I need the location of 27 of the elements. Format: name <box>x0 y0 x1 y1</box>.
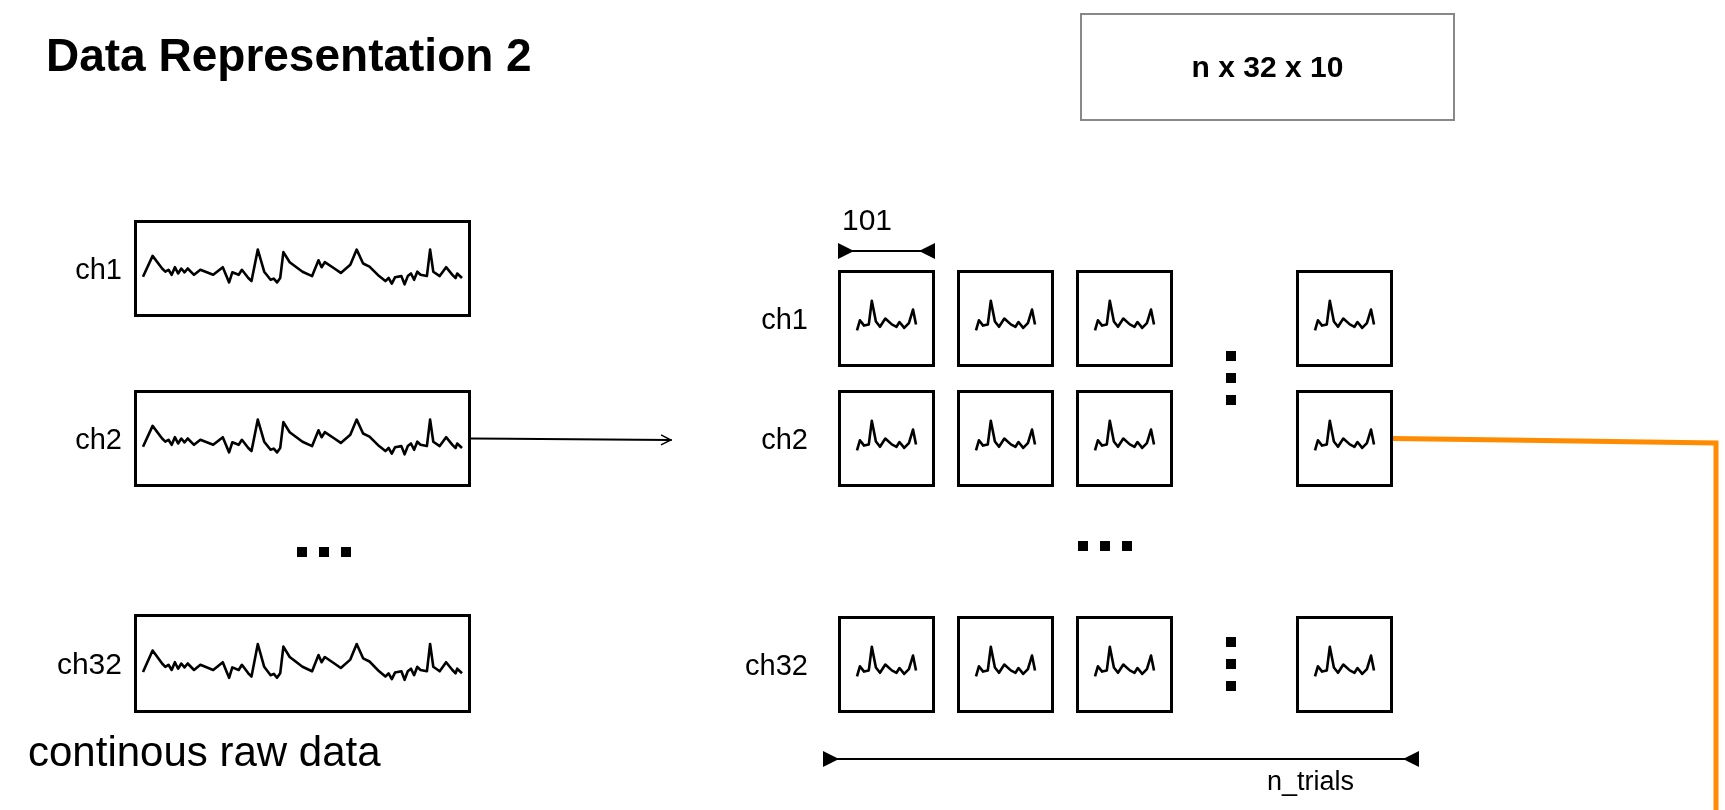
waveform-box <box>1076 616 1173 713</box>
dimension-label: 101 <box>842 203 893 237</box>
channel-label: ch2 <box>75 422 122 455</box>
channel-label: ch1 <box>75 252 122 285</box>
waveform-box <box>957 270 1054 367</box>
waveform-box <box>1076 270 1173 367</box>
waveform-box <box>838 616 935 713</box>
waveform-box <box>1296 390 1393 487</box>
waveform-box <box>1076 390 1173 487</box>
channel-label: ch2 <box>761 422 808 455</box>
waveform-box <box>1296 616 1393 713</box>
waveform-box <box>838 390 935 487</box>
diagram-title: Data Representation 2 <box>46 28 532 82</box>
waveform-box <box>957 390 1054 487</box>
caption-text: continous raw data <box>28 728 381 776</box>
waveform-box <box>1296 270 1393 367</box>
waveform-box <box>838 270 935 367</box>
waveform-box <box>134 390 471 487</box>
arrow <box>470 434 672 446</box>
waveform-box <box>134 614 471 713</box>
dimension-box: n x 32 x 10 <box>1080 13 1455 121</box>
dimension-label: n_trials <box>1267 766 1355 797</box>
channel-label: ch32 <box>56 646 122 681</box>
waveform-box <box>957 616 1054 713</box>
waveform-box <box>134 220 471 317</box>
channel-label: ch1 <box>761 302 808 335</box>
channel-label: ch32 <box>745 648 808 681</box>
